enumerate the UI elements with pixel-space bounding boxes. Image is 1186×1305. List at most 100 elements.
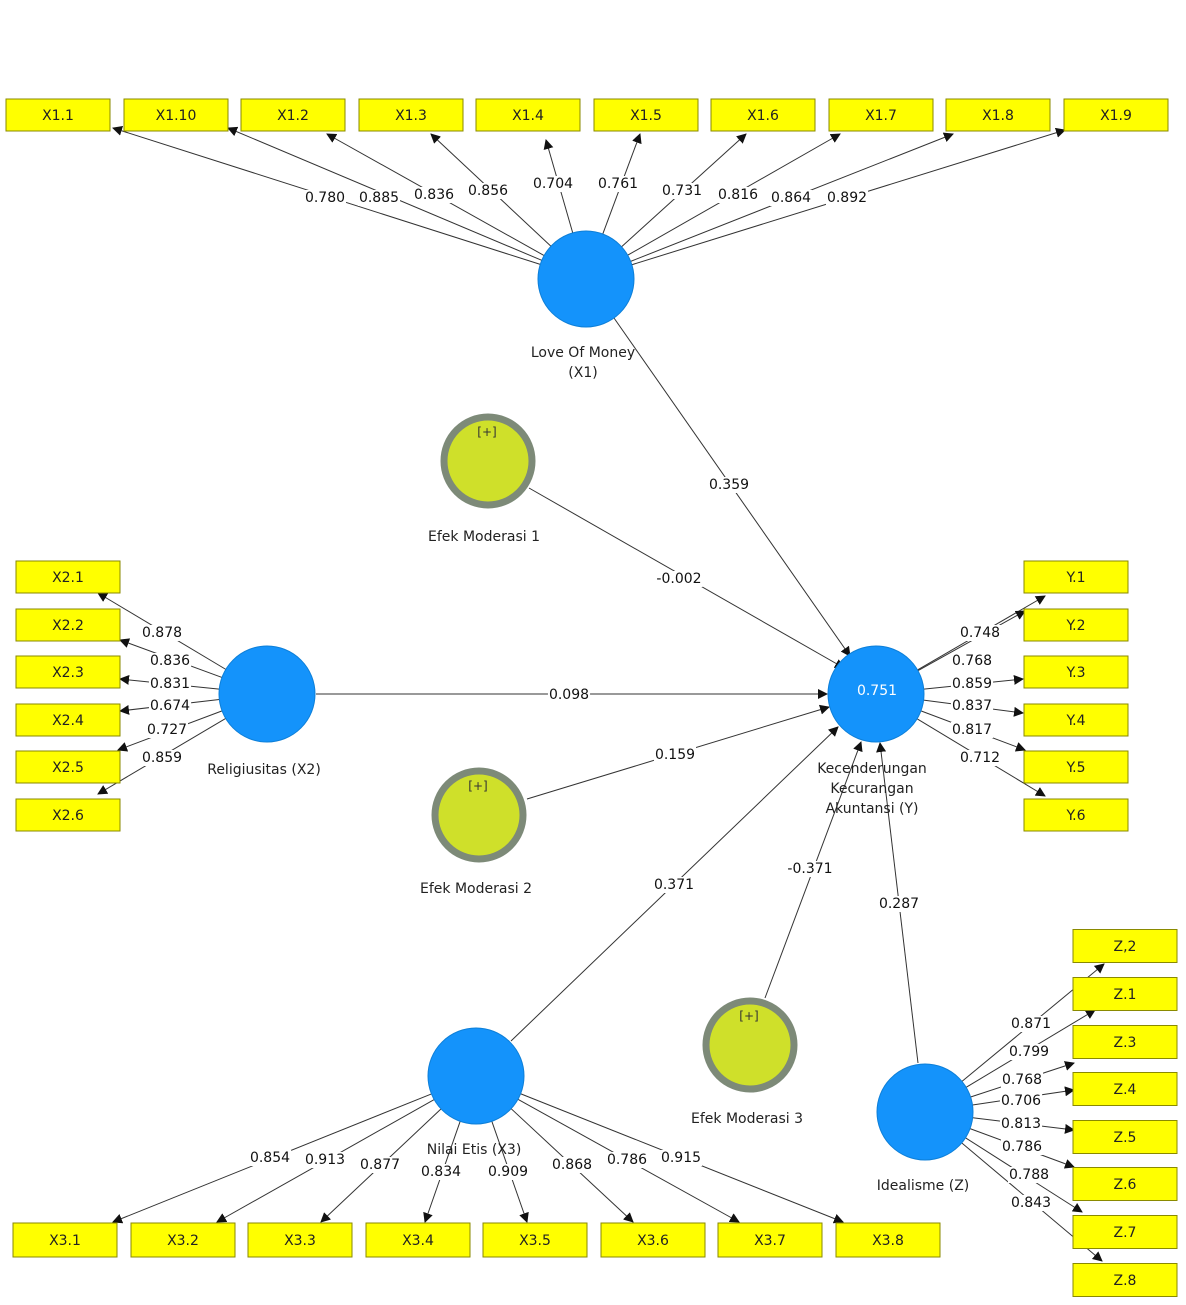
expand-marker[interactable]: [+] bbox=[468, 779, 487, 793]
indicator-box bbox=[593, 98, 699, 132]
indicator-box bbox=[1072, 1167, 1178, 1201]
indicator-label: Y.1 bbox=[1065, 570, 1085, 586]
loading-z-7: 0.788 bbox=[1009, 1167, 1049, 1183]
indicator-x2-1[interactable]: X2.1 bbox=[15, 560, 121, 594]
indicator-x1-5[interactable]: X1.4 bbox=[475, 98, 581, 132]
label-background bbox=[531, 176, 575, 192]
loading-x1-6: 0.761 bbox=[598, 176, 638, 192]
indicator-z-8[interactable]: Z.8 bbox=[1072, 1263, 1178, 1297]
indicator-x3-4[interactable]: X3.4 bbox=[365, 1222, 471, 1258]
expand-marker[interactable]: [+] bbox=[739, 1009, 758, 1023]
moderator-m2[interactable] bbox=[431, 767, 527, 863]
indicator-x3-8[interactable]: X3.8 bbox=[835, 1222, 941, 1258]
indicator-x1-9[interactable]: X1.8 bbox=[945, 98, 1051, 132]
construct-x1[interactable] bbox=[537, 230, 635, 328]
indicator-label: X2.1 bbox=[52, 570, 84, 586]
indicator-z-1[interactable]: Z,2 bbox=[1072, 929, 1178, 963]
indicator-x3-6[interactable]: X3.6 bbox=[600, 1222, 706, 1258]
indicator-label: X2.4 bbox=[52, 713, 84, 729]
path-coefficient-m2_y: 0.159 bbox=[655, 747, 695, 763]
loading-z-1: 0.871 bbox=[1011, 1016, 1051, 1032]
loading-z-5: 0.813 bbox=[1001, 1116, 1041, 1132]
indicator-y-4[interactable]: Y.4 bbox=[1023, 703, 1129, 737]
indicator-box bbox=[1072, 1120, 1178, 1154]
label-background bbox=[148, 698, 192, 714]
indicator-y-2[interactable]: Y.2 bbox=[1023, 608, 1129, 642]
construct-x2[interactable] bbox=[218, 645, 316, 743]
label-background bbox=[550, 1157, 594, 1173]
indicator-x1-1[interactable]: X1.1 bbox=[5, 98, 111, 132]
indicator-x1-6[interactable]: X1.5 bbox=[593, 98, 699, 132]
indicator-z-6[interactable]: Z.6 bbox=[1072, 1167, 1178, 1201]
indicator-z-4[interactable]: Z.4 bbox=[1072, 1072, 1178, 1106]
label-background bbox=[958, 625, 1002, 641]
indicator-box bbox=[475, 98, 581, 132]
label-background bbox=[148, 676, 192, 692]
indicator-z-7[interactable]: Z.7 bbox=[1072, 1215, 1178, 1249]
indicator-z-3[interactable]: Z.3 bbox=[1072, 1025, 1178, 1059]
indicator-label: Z.8 bbox=[1114, 1273, 1137, 1289]
indicator-x2-6[interactable]: X2.6 bbox=[15, 798, 121, 832]
indicator-box bbox=[1023, 703, 1129, 737]
indicator-label: Z.6 bbox=[1114, 1177, 1137, 1193]
loading-x3-6: 0.868 bbox=[552, 1157, 592, 1173]
construct-name-m3: Efek Moderasi 3 bbox=[691, 1111, 803, 1127]
indicator-box bbox=[123, 98, 229, 132]
indicator-y-6[interactable]: Y.6 bbox=[1023, 798, 1129, 832]
indicator-x1-4[interactable]: X1.3 bbox=[358, 98, 464, 132]
label-background bbox=[958, 750, 1002, 766]
indicator-x1-3[interactable]: X1.2 bbox=[240, 98, 346, 132]
label-background bbox=[466, 183, 510, 199]
label-background bbox=[786, 861, 834, 877]
construct-z[interactable] bbox=[876, 1063, 974, 1161]
label-background bbox=[140, 625, 184, 641]
label-background bbox=[825, 190, 869, 206]
indicator-x2-3[interactable]: X2.3 bbox=[15, 655, 121, 689]
indicator-z-5[interactable]: Z.5 bbox=[1072, 1120, 1178, 1154]
label-background bbox=[655, 571, 703, 587]
indicator-label: X1.4 bbox=[512, 108, 544, 124]
label-background bbox=[716, 187, 760, 203]
indicator-x3-3[interactable]: X3.3 bbox=[247, 1222, 353, 1258]
indicator-x3-7[interactable]: X3.7 bbox=[717, 1222, 823, 1258]
indicator-x3-2[interactable]: X3.2 bbox=[130, 1222, 236, 1258]
indicator-box bbox=[1063, 98, 1169, 132]
indicator-x1-7[interactable]: X1.6 bbox=[710, 98, 816, 132]
moderator-m3[interactable] bbox=[702, 997, 798, 1093]
moderator-m1[interactable] bbox=[440, 413, 536, 509]
indicator-box bbox=[1072, 929, 1178, 963]
loading-y-2: 0.768 bbox=[952, 653, 992, 669]
indicator-z-2[interactable]: Z.1 bbox=[1072, 977, 1178, 1011]
indicator-label: X3.5 bbox=[519, 1233, 551, 1249]
indicator-x3-1[interactable]: X3.1 bbox=[12, 1222, 118, 1258]
indicator-x3-5[interactable]: X3.5 bbox=[482, 1222, 588, 1258]
indicator-x1-8[interactable]: X1.7 bbox=[828, 98, 934, 132]
label-background bbox=[950, 653, 994, 669]
loading-x2-6: 0.859 bbox=[142, 750, 182, 766]
indicator-y-1[interactable]: Y.1 bbox=[1023, 560, 1129, 594]
construct-x3[interactable] bbox=[427, 1027, 525, 1125]
indicator-y-3[interactable]: Y.3 bbox=[1023, 655, 1129, 689]
indicator-y-5[interactable]: Y.5 bbox=[1023, 750, 1129, 784]
indicator-label: Y.5 bbox=[1065, 760, 1085, 776]
indicator-x1-10[interactable]: X1.9 bbox=[1063, 98, 1169, 132]
expand-marker[interactable]: [+] bbox=[477, 425, 496, 439]
construct-y[interactable] bbox=[827, 645, 925, 743]
indicator-box bbox=[710, 98, 816, 132]
indicator-x2-2[interactable]: X2.2 bbox=[15, 608, 121, 642]
indicator-x1-2[interactable]: X1.10 bbox=[123, 98, 229, 132]
indicator-x2-5[interactable]: X2.5 bbox=[15, 750, 121, 784]
indicator-box bbox=[1023, 608, 1129, 642]
indicator-label: Z.3 bbox=[1114, 1035, 1137, 1051]
indicator-x2-4[interactable]: X2.4 bbox=[15, 703, 121, 737]
indicator-box bbox=[1023, 750, 1129, 784]
indicator-label: X2.3 bbox=[52, 665, 84, 681]
indicator-box bbox=[5, 98, 111, 132]
indicator-box bbox=[1023, 798, 1129, 832]
indicator-label: X2.6 bbox=[52, 808, 84, 824]
construct-name-y: Akuntansi (Y) bbox=[825, 801, 918, 817]
indicator-label: X3.8 bbox=[872, 1233, 904, 1249]
indicator-box bbox=[15, 560, 121, 594]
label-background bbox=[605, 1152, 649, 1168]
